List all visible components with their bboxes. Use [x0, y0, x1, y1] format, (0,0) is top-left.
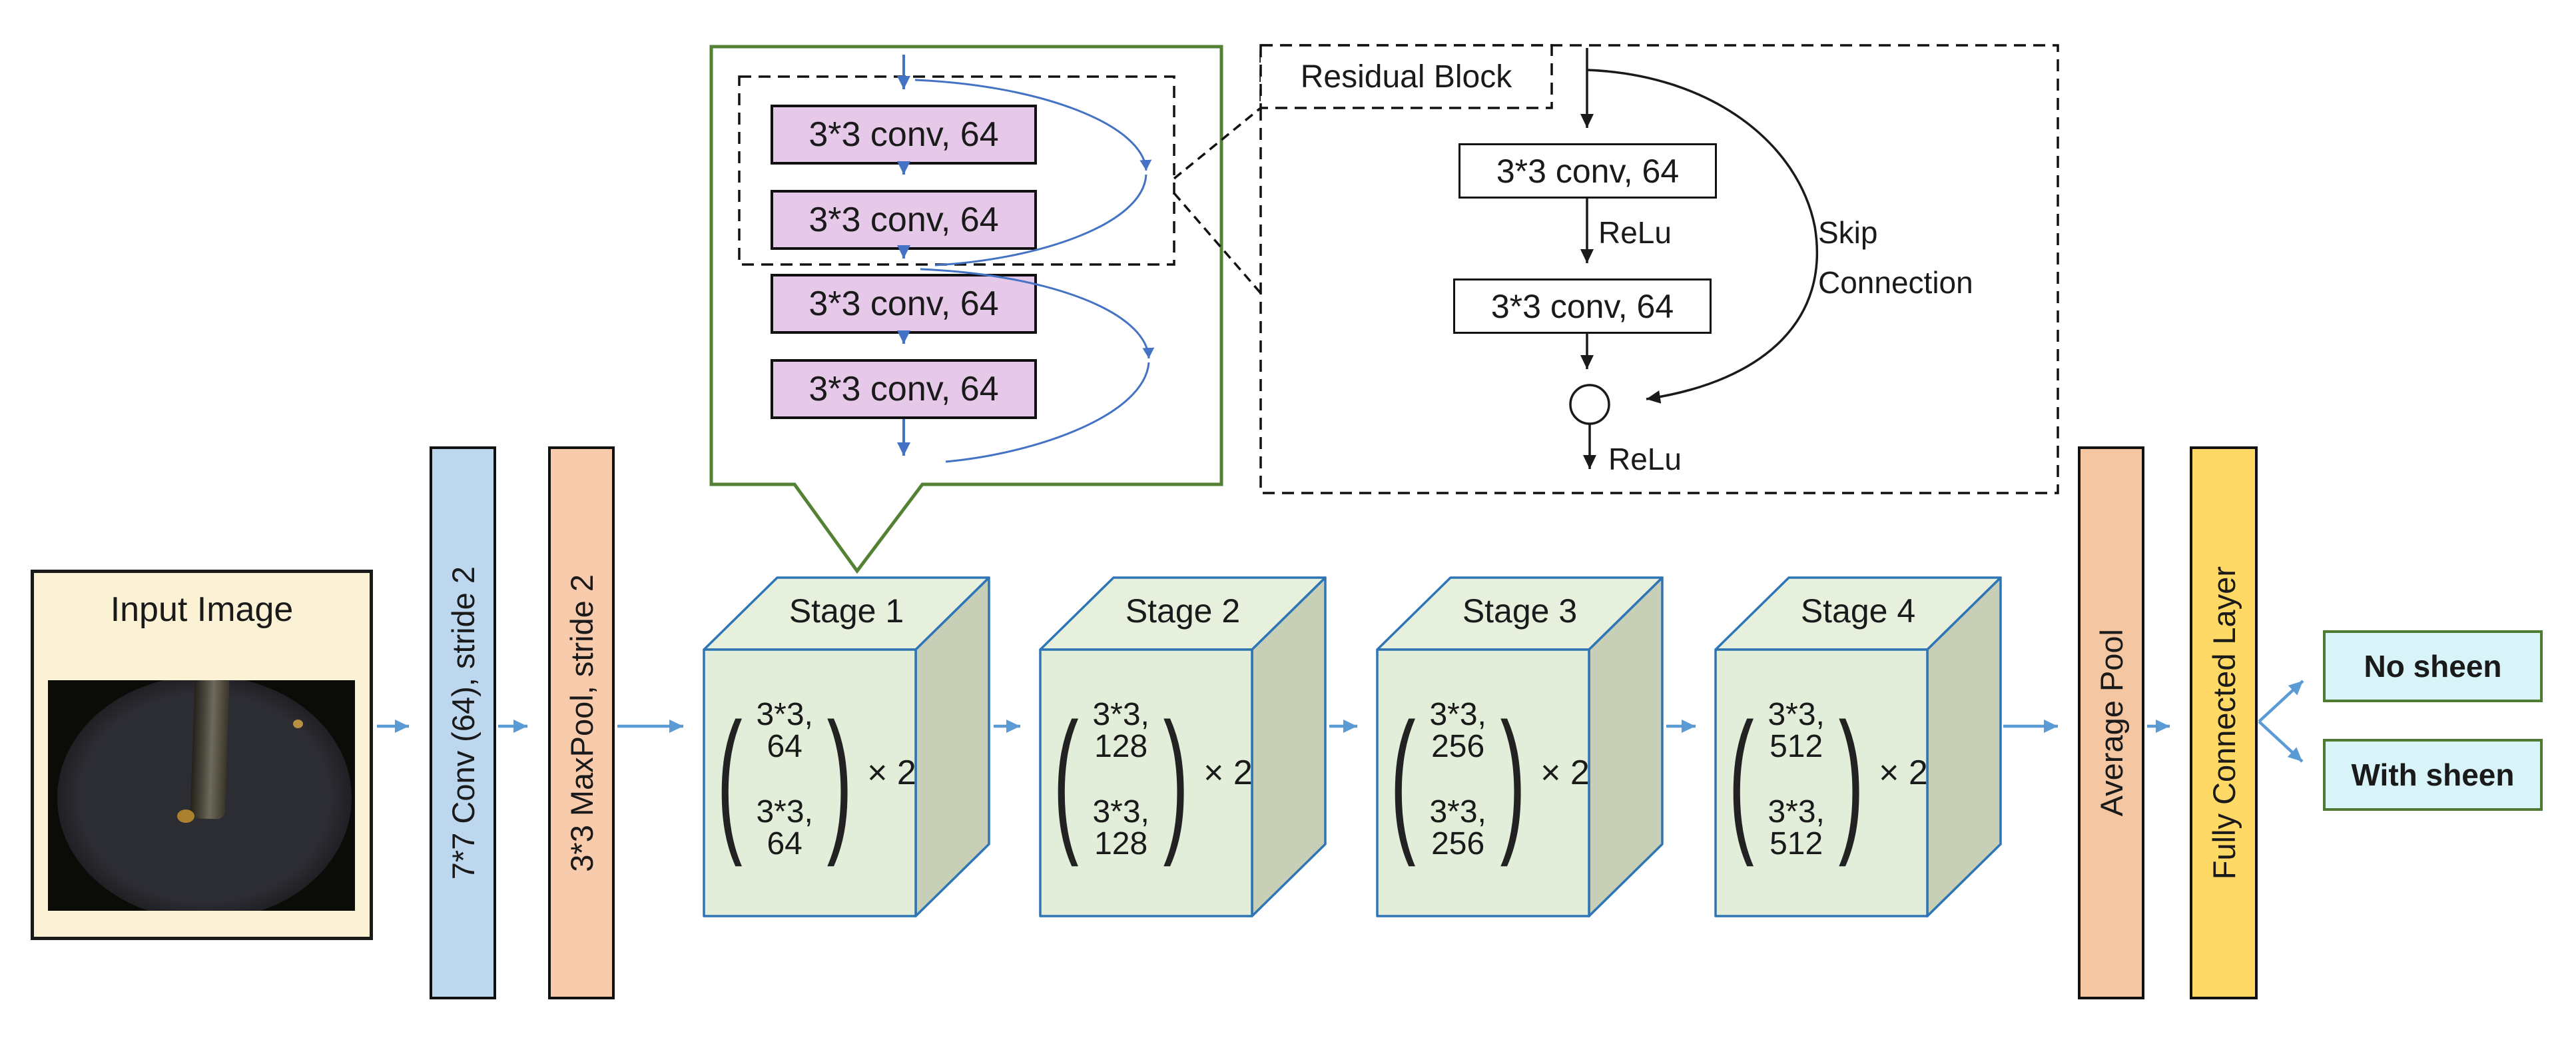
- residual-block-title: Residual Block: [1300, 59, 1512, 95]
- callout-conv-box-4: 3*3 conv, 64: [771, 359, 1037, 419]
- paren-open: (: [1728, 690, 1754, 867]
- conv7x7-bar: 7*7 Conv (64), stride 2: [430, 446, 496, 999]
- stage-2-config: ( 3*3, 128 3*3, 128 ) × 2: [1044, 670, 1253, 889]
- stir-rod: [190, 680, 230, 819]
- output-no-sheen-box: No sheen: [2323, 630, 2543, 702]
- maxpool-label: 3*3 MaxPool, stride 2: [563, 574, 599, 872]
- skip-connection-line2: Connection: [1818, 265, 1973, 300]
- stage-3-row2: 3*3, 256: [1429, 794, 1486, 861]
- input-photo: [48, 680, 355, 911]
- stage-4-row2: 3*3, 512: [1768, 794, 1825, 861]
- average-pool-label: Average Pool: [2093, 629, 2129, 817]
- stage-3-multiplier: × 2: [1540, 754, 1590, 792]
- conv7x7-label: 7*7 Conv (64), stride 2: [445, 566, 481, 880]
- paren-open: (: [1053, 690, 1079, 867]
- paren-close: ): [1163, 690, 1189, 867]
- skip-connection-line1: Skip: [1818, 215, 1878, 250]
- paren-close: ): [826, 690, 852, 867]
- stage-2-multiplier: × 2: [1203, 754, 1253, 792]
- stage-4-multiplier: × 2: [1879, 754, 1928, 792]
- stage-2-row1: 3*3, 128: [1092, 697, 1149, 764]
- callout-link-line-upper: [1173, 107, 1262, 180]
- input-image-title: Input Image: [110, 590, 294, 629]
- liquid-blob: [176, 809, 194, 823]
- stage-4-title: Stage 4: [1800, 592, 1916, 630]
- output-with-sheen-box: With sheen: [2323, 739, 2543, 811]
- residual-relu-out-label: ReLu: [1608, 442, 1682, 476]
- paren-open: (: [717, 690, 743, 867]
- stage-4-config: ( 3*3, 512 3*3, 512 ) × 2: [1720, 670, 1928, 889]
- stage-1-title: Stage 1: [789, 592, 904, 630]
- stage-1-multiplier: × 2: [867, 754, 916, 792]
- liquid-speck: [292, 719, 303, 728]
- callout-conv-box-1: 3*3 conv, 64: [771, 105, 1037, 165]
- stage-2-title: Stage 2: [1125, 592, 1241, 630]
- stage-1-row1: 3*3, 64: [756, 697, 813, 764]
- residual-add-symbol: +: [1579, 384, 1600, 424]
- average-pool-bar: Average Pool: [2078, 446, 2144, 999]
- paren-close: ): [1500, 690, 1526, 867]
- paren-close: ): [1838, 690, 1864, 867]
- callout-conv-box-2: 3*3 conv, 64: [771, 190, 1037, 250]
- stage-1-config: ( 3*3, 64 3*3, 64 ) × 2: [708, 670, 916, 889]
- arrow-fc-to-with-sheen: [2258, 720, 2304, 763]
- stage-2-row2: 3*3, 128: [1092, 794, 1149, 861]
- stage-3-title: Stage 3: [1462, 592, 1578, 630]
- fully-connected-bar: Fully Connected Layer: [2190, 446, 2258, 999]
- fully-connected-label: Fully Connected Layer: [2206, 566, 2242, 880]
- stage-1-row2: 3*3, 64: [756, 794, 813, 861]
- residual-conv2-box: 3*3 conv, 64: [1453, 278, 1712, 334]
- residual-relu-mid-label: ReLu: [1598, 215, 1672, 250]
- flow-arrows: [377, 680, 2304, 763]
- maxpool-bar: 3*3 MaxPool, stride 2: [548, 446, 615, 999]
- stage-4-row1: 3*3, 512: [1768, 697, 1825, 764]
- paren-open: (: [1390, 690, 1416, 867]
- stage-3-row1: 3*3, 256: [1429, 697, 1486, 764]
- stage-3-config: ( 3*3, 256 3*3, 256 ) × 2: [1381, 670, 1590, 889]
- callout-conv-box-3: 3*3 conv, 64: [771, 274, 1037, 334]
- skip-connection-label: Skip Connection: [1818, 208, 2058, 307]
- callout-link-line-lower: [1173, 192, 1262, 294]
- residual-conv1-box: 3*3 conv, 64: [1458, 143, 1717, 199]
- arrow-fc-to-no-sheen: [2258, 680, 2304, 723]
